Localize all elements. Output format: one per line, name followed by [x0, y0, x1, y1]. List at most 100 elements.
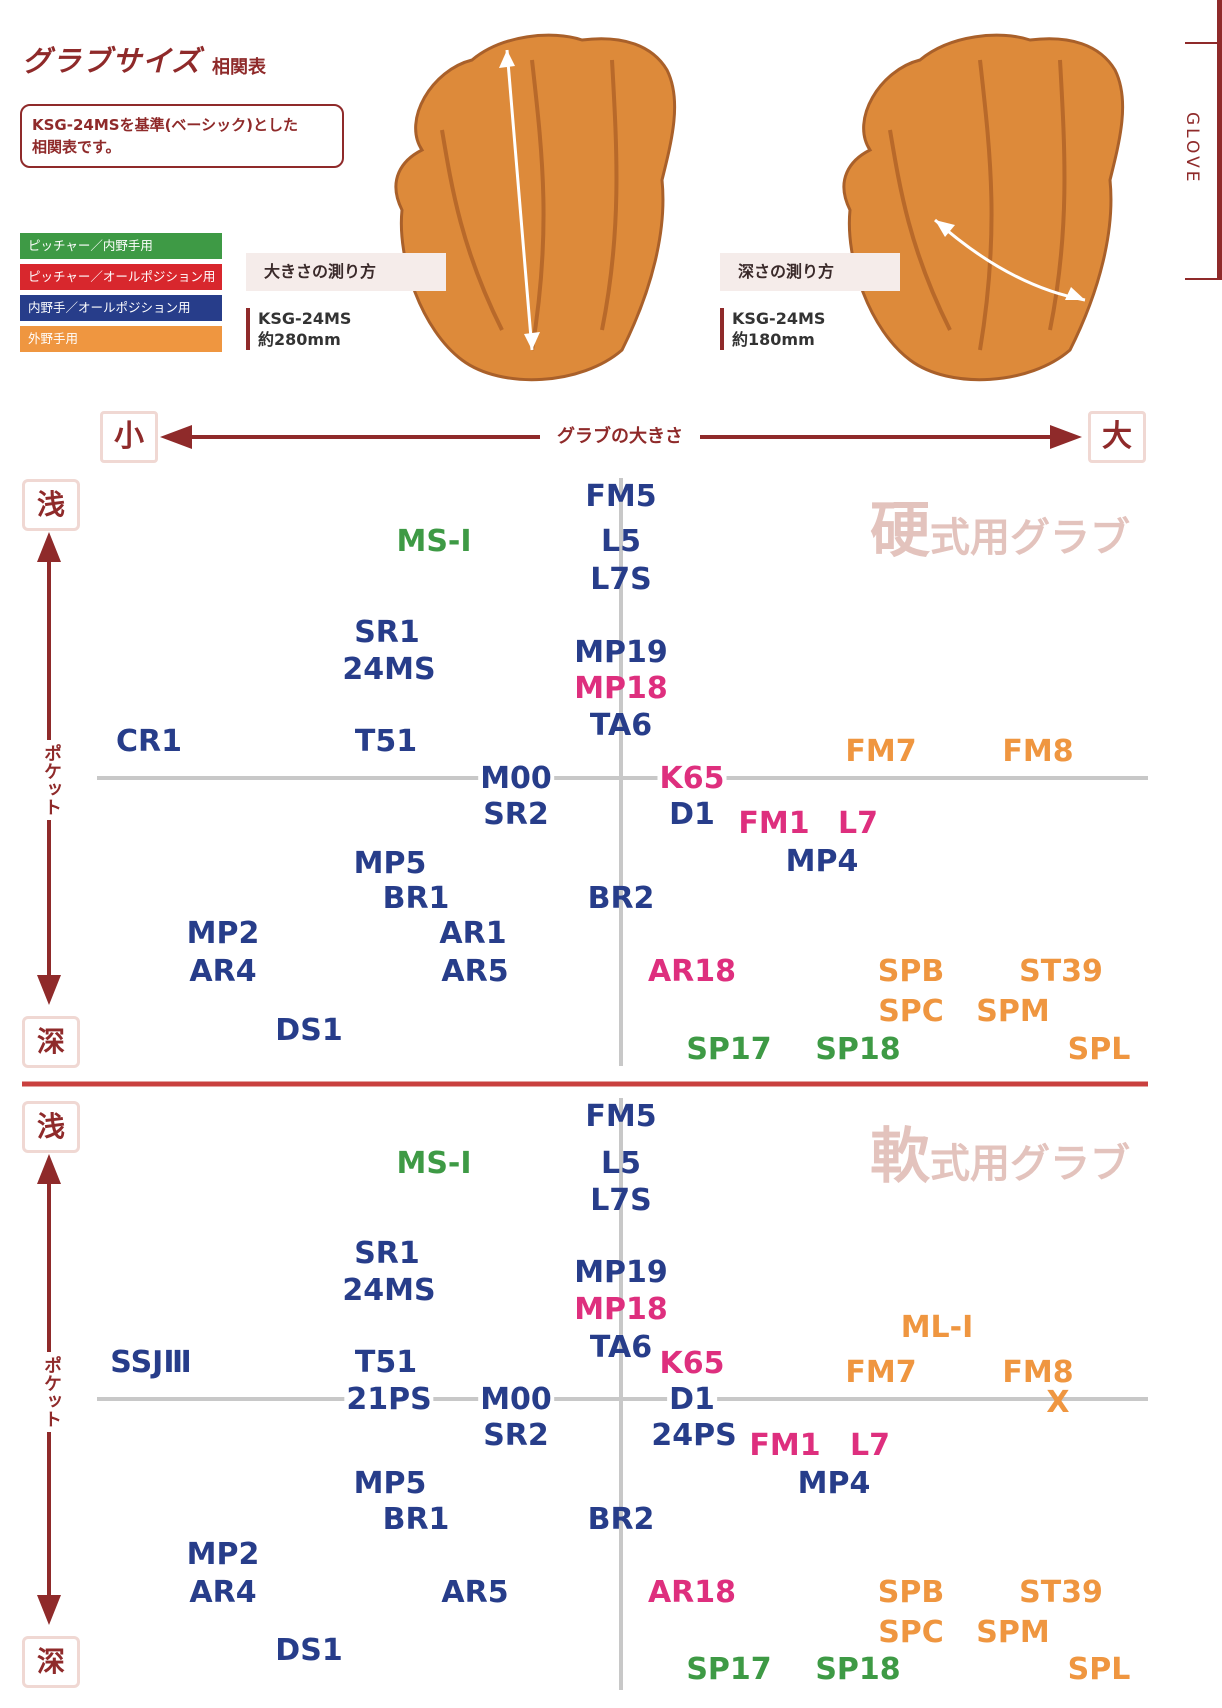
soft-model-sr1: SR1	[354, 1236, 420, 1271]
hard-model-ar4: AR4	[189, 954, 257, 989]
note-line-1: KSG-24MSを基準(ベーシック)とした	[32, 116, 298, 134]
legend-pitcher-allposition: ピッチャー／オールポジション用	[20, 264, 222, 290]
hard-model-ms-i: MS-I	[396, 524, 472, 559]
hard-model-sr2: SR2	[483, 797, 549, 832]
hard-model-mp5: MP5	[353, 846, 427, 881]
soft-model-24ms: 24MS	[342, 1273, 436, 1308]
hard-model-sp18: SP18	[815, 1032, 901, 1067]
hard-model-24ms: 24MS	[342, 652, 436, 687]
hard-model-ta6: TA6	[589, 708, 653, 743]
soft-model-mp4: MP4	[797, 1466, 871, 1501]
soft-model-d1: D1	[667, 1382, 717, 1417]
legend-outfield: 外野手用	[20, 326, 222, 352]
hard-title-rest: 式用グラブ	[930, 515, 1130, 561]
soft-model-21ps: 21PS	[344, 1382, 434, 1417]
soft-model-sp17: SP17	[686, 1652, 772, 1687]
soft-model-spb: SPB	[877, 1575, 945, 1610]
hard-model-fm8: FM8	[1002, 734, 1074, 769]
page-subtitle: 相関表	[212, 57, 266, 78]
soft-model-24ps: 24PS	[651, 1418, 737, 1453]
hard-model-l7s: L7S	[590, 562, 652, 597]
soft-model-fm8: FM8	[1002, 1355, 1074, 1390]
soft-title-big: 軟	[870, 1122, 930, 1192]
soft-model-ds1: DS1	[275, 1633, 343, 1668]
soft-model-t51: T51	[354, 1345, 418, 1380]
hard-model-fm5: FM5	[585, 479, 657, 514]
soft-model-l5: L5	[601, 1146, 641, 1181]
soft-model-m00: M00	[478, 1382, 554, 1417]
soft-model-ssj3: SSJⅢ	[110, 1345, 192, 1380]
hard-model-d1: D1	[669, 797, 715, 832]
large-label: 大	[1088, 411, 1146, 463]
soft-section-title: 軟式用グラブ	[870, 1108, 1130, 1195]
soft-model-sp18: SP18	[815, 1652, 901, 1687]
small-label: 小	[100, 411, 158, 463]
hard-model-sr1: SR1	[354, 615, 420, 650]
hard-model-l7: L7	[838, 806, 878, 841]
hard-section-title: 硬式用グラブ	[870, 482, 1130, 569]
hard-model-k65: K65	[657, 761, 727, 796]
soft-title-rest: 式用グラブ	[930, 1141, 1130, 1187]
soft-model-l7s: L7S	[590, 1183, 652, 1218]
soft-model-x: X	[1046, 1385, 1070, 1420]
hard-model-spl: SPL	[1067, 1032, 1131, 1067]
hard-deep-label: 深	[22, 1016, 80, 1068]
hard-model-spm: SPM	[976, 994, 1050, 1029]
hard-model-t51: T51	[354, 724, 418, 759]
hard-model-spc: SPC	[878, 994, 944, 1029]
soft-model-br2: BR2	[587, 1502, 655, 1537]
soft-model-spc: SPC	[878, 1615, 944, 1650]
soft-model-ar4: AR4	[189, 1575, 257, 1610]
soft-model-ta6: TA6	[589, 1330, 653, 1365]
hard-model-spb: SPB	[877, 954, 945, 989]
soft-deep-label: 深	[22, 1636, 80, 1688]
hard-model-m00: M00	[478, 761, 554, 796]
size-value: 約280mm	[258, 330, 341, 349]
hard-model-fm7: FM7	[845, 734, 917, 769]
hard-model-mp4: MP4	[785, 844, 859, 879]
soft-model-ml-i: ML-I	[900, 1310, 974, 1345]
hard-model-cr1: CR1	[116, 724, 182, 759]
hard-model-l5: L5	[601, 524, 641, 559]
soft-shallow-label: 浅	[22, 1101, 80, 1153]
soft-model-mp5: MP5	[353, 1466, 427, 1501]
soft-model-mp2: MP2	[186, 1537, 260, 1572]
hard-model-mp19: MP19	[574, 635, 668, 670]
hard-model-ar5: AR5	[441, 954, 509, 989]
soft-model-mp19: MP19	[574, 1255, 668, 1290]
side-tab-bar	[1217, 0, 1222, 280]
hard-model-st39: ST39	[1019, 954, 1103, 989]
side-tab-top-rule	[1185, 42, 1217, 44]
soft-model-fm1: FM1	[749, 1428, 821, 1463]
depth-measure-value: KSG-24MS 約180mm	[720, 308, 825, 350]
soft-model-st39: ST39	[1019, 1575, 1103, 1610]
size-measure-label: 大きさの測り方	[246, 253, 446, 291]
legend-pitcher-infield: ピッチャー／内野手用	[20, 233, 222, 259]
depth-model: KSG-24MS	[732, 309, 826, 328]
note-line-2: 相関表です。	[32, 138, 121, 156]
hard-model-ds1: DS1	[275, 1013, 343, 1048]
soft-model-k65: K65	[659, 1346, 725, 1381]
soft-model-fm5: FM5	[585, 1099, 657, 1134]
hard-model-fm1: FM1	[738, 806, 810, 841]
hard-pocket-label: ポケット	[37, 740, 62, 820]
soft-model-spm: SPM	[976, 1615, 1050, 1650]
hard-shallow-label: 浅	[22, 479, 80, 531]
hard-model-br2: BR2	[587, 881, 655, 916]
size-measure-value: KSG-24MS 約280mm	[246, 308, 351, 350]
size-model: KSG-24MS	[258, 309, 352, 328]
side-tab-label: GLOVE	[1182, 112, 1202, 185]
soft-model-l7: L7	[850, 1428, 890, 1463]
soft-model-sr2: SR2	[483, 1418, 549, 1453]
soft-model-ar18: AR18	[647, 1575, 737, 1610]
note-box: KSG-24MSを基準(ベーシック)とした 相関表です。	[20, 104, 344, 168]
soft-model-mp18: MP18	[574, 1292, 668, 1327]
soft-model-fm7: FM7	[845, 1355, 917, 1390]
hard-model-ar18: AR18	[647, 954, 737, 989]
depth-value: 約180mm	[732, 330, 815, 349]
hard-model-ar1: AR1	[439, 916, 507, 951]
size-axis-label: グラブの大きさ	[540, 424, 700, 450]
legend-infield-allposition: 内野手／オールポジション用	[20, 295, 222, 321]
depth-measure-label: 深さの測り方	[720, 253, 900, 291]
